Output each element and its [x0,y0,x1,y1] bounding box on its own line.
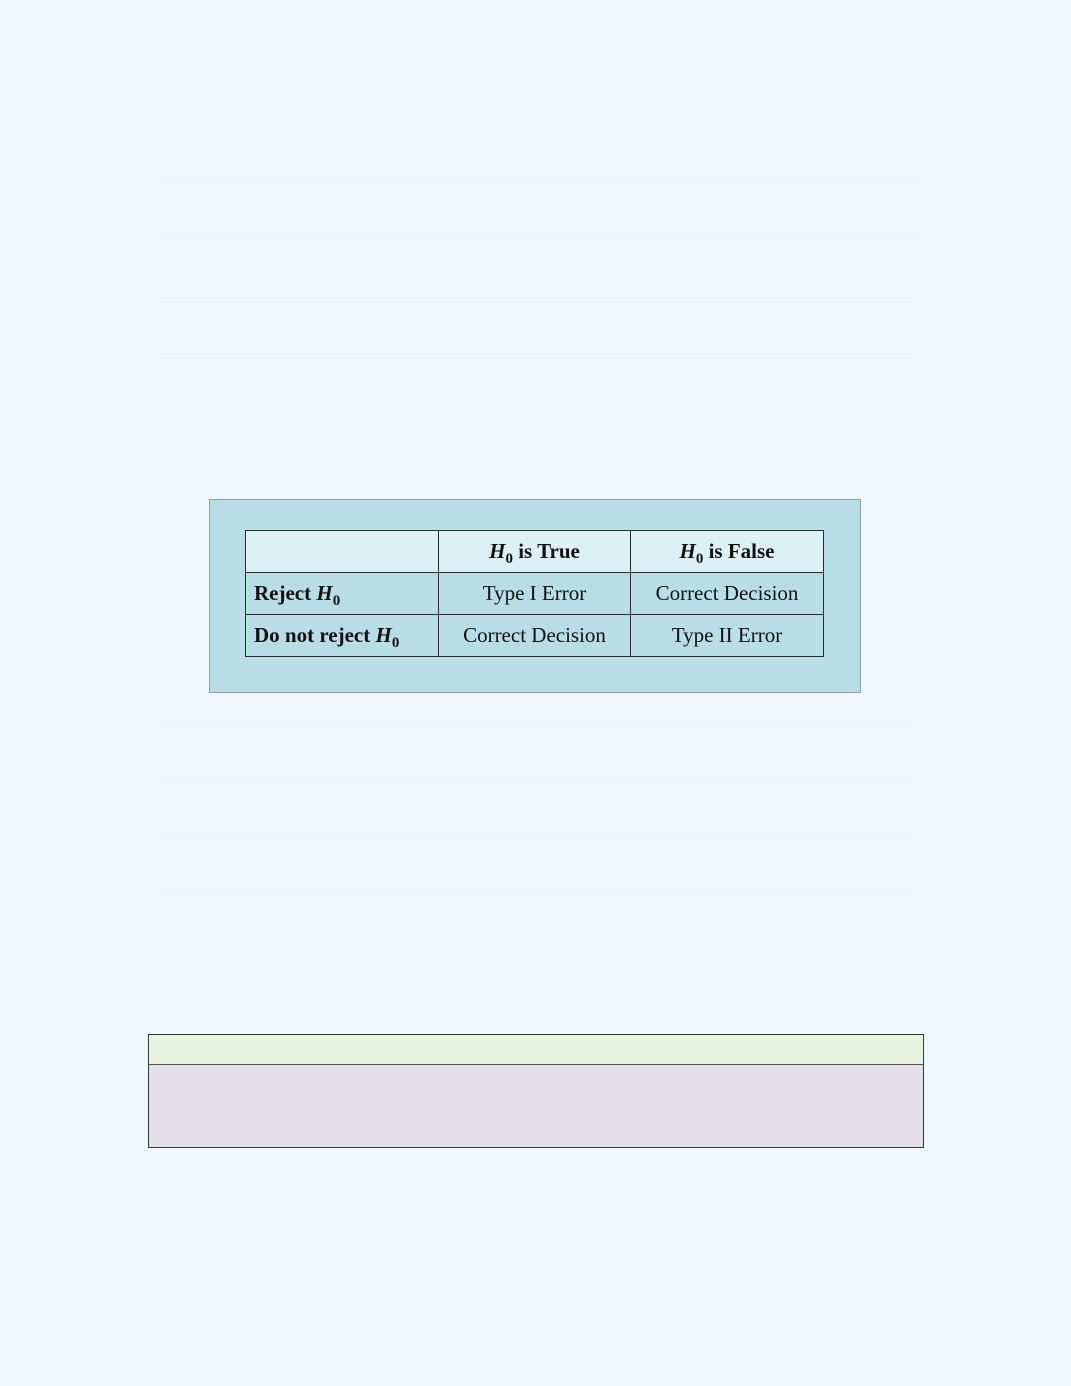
header-h0-false: H0 is False [630,530,824,573]
header-label: is True [512,539,580,563]
callout-box [148,1034,924,1148]
page-rule [158,183,916,184]
row-label-text: Reject [254,581,317,605]
math-subscript: 0 [695,551,704,567]
math-symbol: H [489,539,506,563]
hypothesis-decision-table: H0 is True H0 is False Reject H0 Type I … [245,530,824,657]
page-rule [158,723,916,724]
table-row: Do not reject H0 Correct Decision Type I… [245,614,824,657]
page-rule [158,779,916,780]
header-corner-cell [245,530,439,573]
math-symbol: H [316,581,333,605]
row-label-text: Do not reject [254,623,376,647]
cell-correct-decision: Correct Decision [630,572,824,615]
math-subscript: 0 [391,635,400,651]
header-label: is False [703,539,775,563]
table-header-row: H0 is True H0 is False [245,530,824,573]
math-subscript: 0 [505,551,513,567]
page-rule [158,297,916,298]
callout-body [149,1065,923,1147]
math-symbol: H [679,539,696,563]
header-h0-true: H0 is True [438,530,631,573]
math-subscript: 0 [332,593,341,609]
page-rule [158,837,916,838]
callout-header [149,1035,923,1065]
row-label-do-not-reject: Do not reject H0 [245,614,439,657]
page-rule [158,353,916,354]
page-rule [158,893,916,894]
cell-correct-decision: Correct Decision [438,614,631,657]
cell-type-i-error: Type I Error [438,572,631,615]
cell-type-ii-error: Type II Error [630,614,824,657]
page-rule [158,239,916,240]
row-label-reject: Reject H0 [245,572,439,615]
table-row: Reject H0 Type I Error Correct Decision [245,572,824,615]
decision-table-figure: H0 is True H0 is False Reject H0 Type I … [209,499,861,693]
math-symbol: H [375,623,392,647]
